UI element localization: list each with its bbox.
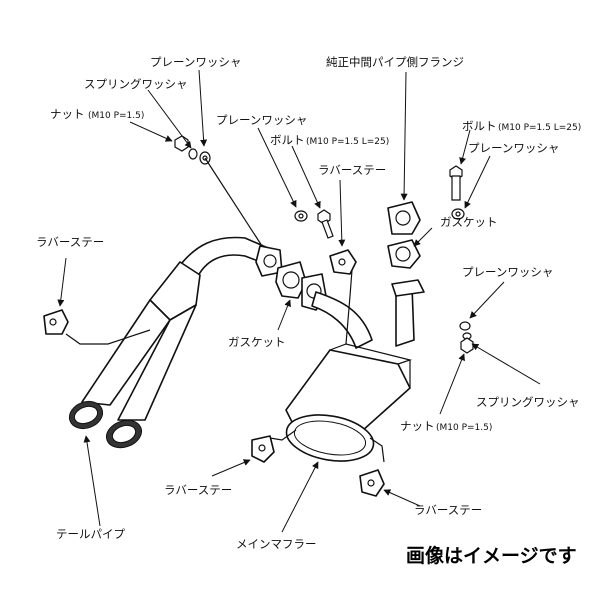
labels: プレーンワッシャ スプリングワッシャ ナット (M10 P=1.5) プレーンワ…: [36, 55, 581, 551]
label-nut-right-spec: (M10 P=1.5): [436, 423, 492, 433]
label-plain-washer-top: プレーンワッシャ: [150, 55, 241, 69]
image-notice: 画像はイメージです: [406, 544, 577, 567]
label-rubber-stay-bottom-right: ラバーステー: [414, 503, 482, 517]
label-nut-left: ナット: [50, 107, 85, 121]
hardware-left: [174, 135, 263, 247]
label-flange-stock: 純正中間パイプ側フランジ: [326, 55, 464, 69]
label-bolt-mid: ボルト: [270, 133, 305, 147]
label-rubber-stay-left: ラバーステー: [36, 235, 104, 249]
label-spring-washer-right: スプリングワッシャ: [476, 395, 580, 409]
label-spring-washer-top: スプリングワッシャ: [84, 77, 188, 91]
label-gasket-center: ガスケット: [228, 335, 286, 349]
label-tail-pipe: テールパイプ: [56, 527, 125, 541]
rubber-stay-bottom-left: [251, 435, 275, 463]
label-rubber-stay-mid: ラバーステー: [318, 163, 386, 177]
rubber-stay-mid: [329, 249, 357, 275]
label-plain-washer-mid: プレーンワッシャ: [216, 113, 307, 127]
label-rubber-stay-bottom-left: ラバーステー: [164, 483, 232, 497]
label-plain-washer-right: プレーンワッシャ: [462, 265, 553, 279]
label-nut-left-spec: (M10 P=1.5): [88, 111, 144, 121]
label-plain-washer-right-top: プレーンワッシャ: [468, 141, 559, 155]
label-gasket-right: ガスケット: [440, 215, 498, 229]
main-muffler-part: [269, 269, 425, 463]
label-bolt-mid-spec: (M10 P=1.5 L=25): [306, 137, 389, 147]
label-bolt-right-spec: (M10 P=1.5 L=25): [498, 123, 581, 133]
hardware-mid: [294, 209, 334, 239]
stock-flange-part: [387, 201, 421, 235]
label-nut-right: ナット: [400, 419, 435, 433]
hardware-right-bottom: [459, 321, 474, 354]
hardware-right-top: [449, 165, 465, 220]
gasket-right-part: [387, 239, 421, 269]
label-main-muffler: メインマフラー: [236, 537, 317, 551]
gasket-center-part: [275, 261, 327, 311]
tail-pipe-assembly: [65, 236, 283, 449]
rubber-stay-bottom-right: [359, 469, 385, 497]
rubber-stay-left: [43, 309, 69, 335]
leader-lines: [57, 69, 541, 533]
label-bolt-right: ボルト: [462, 119, 497, 133]
